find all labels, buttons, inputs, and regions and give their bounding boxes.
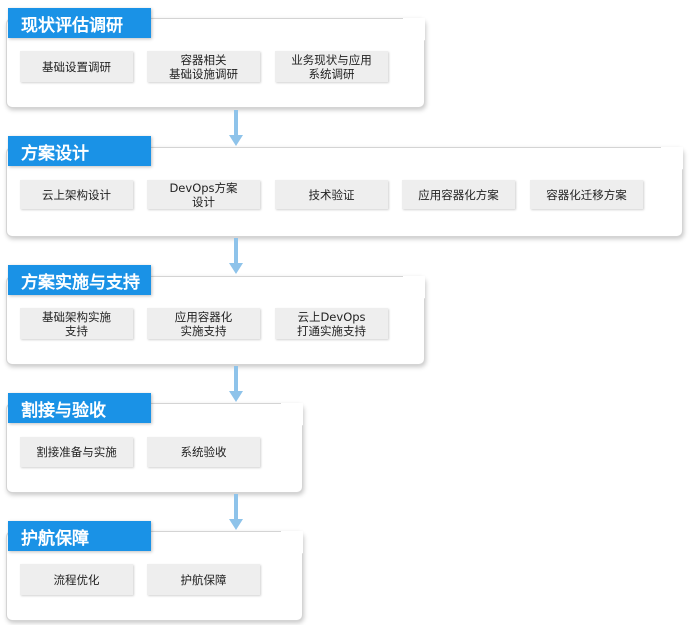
item-process-optimization: 流程优化	[20, 564, 133, 595]
panel-corner-fold	[661, 147, 683, 171]
item-cloud-devops-support: 云上DevOps 打通实施支持	[275, 308, 388, 339]
item-label: 割接准备与实施	[36, 445, 117, 459]
down-arrow-icon	[229, 494, 243, 530]
down-arrow-icon	[229, 238, 243, 274]
panel-corner-fold	[403, 18, 425, 42]
item-app-containerization-plan: 应用容器化方案	[402, 180, 515, 209]
item-container-migration-plan: 容器化迁移方案	[530, 180, 643, 209]
item-label: 业务现状与应用	[291, 52, 372, 67]
item-devops-plan-design: DevOps方案 设计	[147, 180, 260, 209]
item-escort-assurance: 护航保障	[147, 564, 260, 595]
item-label: 容器相关	[180, 52, 227, 67]
item-label: 实施支持	[180, 323, 227, 338]
item-label: 云上架构设计	[42, 187, 111, 202]
item-label: 基础架构实施	[42, 309, 111, 324]
item-label: 护航保障	[180, 572, 227, 587]
down-arrow-icon	[229, 366, 243, 402]
item-container-infra-survey: 容器相关 基础设施调研	[147, 51, 260, 82]
item-label: 应用容器化	[174, 309, 233, 324]
panel-corner-fold	[281, 531, 303, 555]
item-label: 流程优化	[53, 572, 100, 587]
item-label: 设计	[192, 194, 215, 209]
item-label: 云上DevOps	[297, 309, 366, 324]
phase-title-assessment: 现状评估调研	[8, 8, 151, 38]
panel-corner-fold	[403, 276, 425, 300]
item-label: 应用容器化方案	[418, 187, 499, 202]
item-system-acceptance: 系统验收	[147, 437, 260, 467]
item-app-containerization-support: 应用容器化 实施支持	[147, 308, 260, 339]
item-tech-validation: 技术验证	[275, 180, 388, 209]
item-label: 基础设施调研	[169, 66, 238, 81]
item-label: 打通实施支持	[297, 323, 366, 338]
phase-title-cutover: 割接与验收	[8, 393, 151, 423]
item-cloud-architecture-design: 云上架构设计	[20, 180, 133, 209]
item-label: 支持	[65, 323, 88, 338]
item-label: 系统验收	[180, 445, 227, 459]
item-business-system-survey: 业务现状与应用 系统调研	[275, 51, 388, 82]
item-label: DevOps方案	[169, 180, 238, 195]
item-cutover-prep: 割接准备与实施	[20, 437, 133, 467]
item-label: 容器化迁移方案	[546, 187, 627, 202]
item-label: 系统调研	[308, 66, 355, 81]
phase-title-escort: 护航保障	[8, 521, 151, 551]
down-arrow-icon	[229, 110, 243, 146]
item-infra-implementation-support: 基础架构实施 支持	[20, 308, 133, 339]
phase-title-design: 方案设计	[8, 136, 151, 166]
item-infra-survey: 基础设置调研	[20, 51, 133, 82]
item-label: 基础设置调研	[42, 59, 111, 74]
item-label: 技术验证	[308, 187, 355, 202]
phase-title-implementation: 方案实施与支持	[8, 265, 151, 295]
panel-corner-fold	[281, 403, 303, 427]
